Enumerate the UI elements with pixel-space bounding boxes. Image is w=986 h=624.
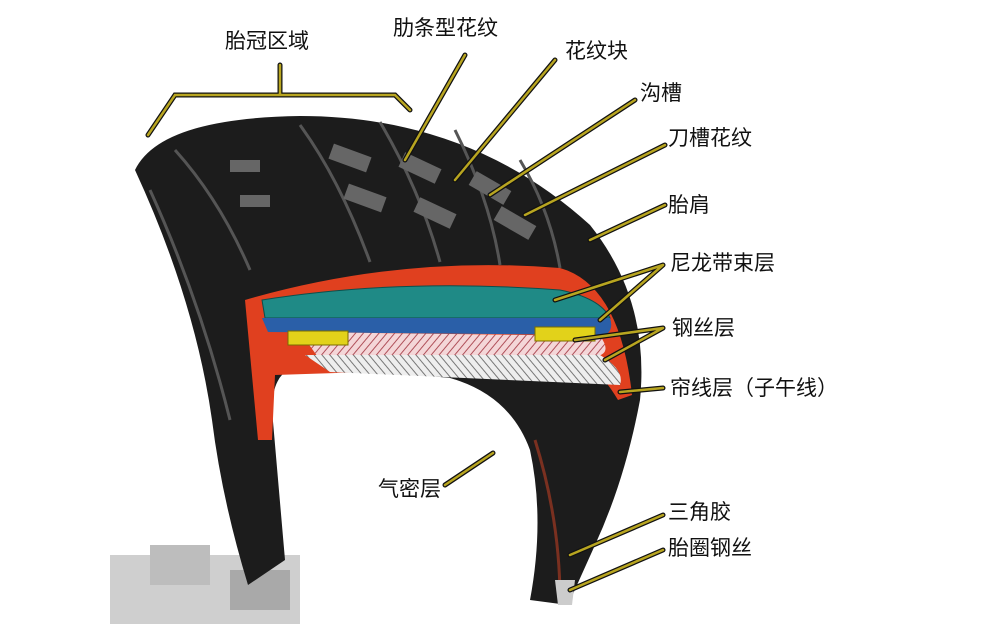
tread-blocks <box>230 143 537 240</box>
bead-wire <box>555 580 575 605</box>
steel-belt-layer <box>262 318 612 335</box>
label-tread-block: 花纹块 <box>565 39 628 63</box>
label-crown: 胎冠区域 <box>225 29 309 53</box>
nylon-belt-layer <box>261 285 611 319</box>
leader-lines <box>146 53 667 592</box>
tread-pattern <box>148 121 562 421</box>
label-nylon-belt: 尼龙带束层 <box>670 251 775 275</box>
label-bead-wire: 胎圈钢丝 <box>668 536 752 560</box>
ply-hatched-layer <box>300 332 606 360</box>
label-steel-belt: 钢丝层 <box>672 316 735 340</box>
label-groove: 沟槽 <box>640 81 682 105</box>
label-apex: 三角胶 <box>668 500 731 524</box>
label-rib-pattern: 肋条型花纹 <box>393 16 498 40</box>
yellow-pad-left <box>287 330 349 346</box>
label-shoulder: 胎肩 <box>668 193 710 217</box>
label-ply: 帘线层（子午线） <box>670 376 838 400</box>
label-sipe-pattern: 刀槽花纹 <box>668 126 752 150</box>
carcass-layer <box>305 355 621 385</box>
label-inner-liner: 气密层 <box>378 477 441 501</box>
